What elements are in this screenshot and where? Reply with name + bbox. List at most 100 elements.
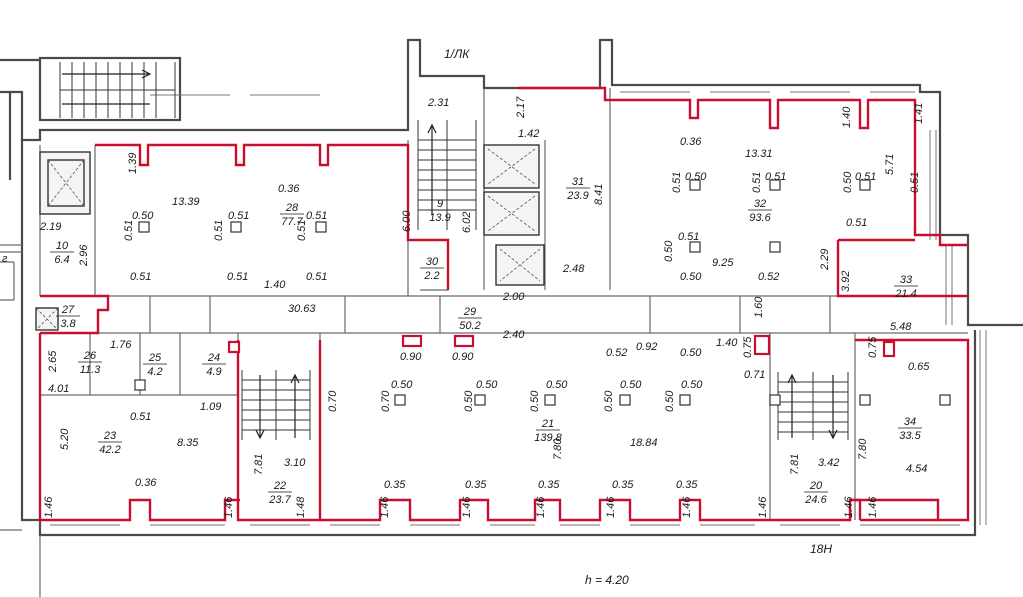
dim: 0.50: [476, 379, 498, 391]
dim: 3.10: [284, 457, 306, 469]
dim: 0.36: [680, 136, 702, 148]
room-area: 2.2: [423, 270, 439, 282]
room-number: 9: [437, 198, 443, 210]
room-area: 77.7: [281, 216, 303, 228]
room-number: 29: [463, 306, 476, 318]
room-area: 23.9: [566, 190, 588, 202]
room-label: 32 93.6: [748, 198, 772, 224]
room-area: 139.8: [534, 432, 562, 444]
dim: 1.40: [716, 337, 738, 349]
room-label: 913.9: [428, 198, 452, 224]
dim: 0.50: [664, 390, 676, 412]
room-number: 31: [572, 176, 584, 188]
dim: 1.46: [535, 496, 547, 518]
left-mark: г: [2, 253, 8, 265]
dim: 2.17: [515, 96, 527, 119]
dim: 4.01: [48, 383, 69, 395]
dim: 0.50: [132, 210, 154, 222]
dim: 6.00: [401, 210, 413, 232]
dim: 0.90: [400, 351, 422, 363]
room-area: 23.7: [268, 494, 291, 506]
dim: 2.65: [47, 350, 59, 373]
room-number: 20: [809, 480, 823, 492]
dim: 8.35: [177, 437, 199, 449]
dim: 0.50: [546, 379, 568, 391]
dim: 0.35: [538, 479, 560, 491]
dim: 4.54: [906, 463, 927, 475]
dim: 0.50: [685, 171, 707, 183]
room-label: 302.2: [420, 256, 444, 282]
dim: 1.46: [843, 496, 855, 518]
room-number: 30: [426, 256, 439, 268]
room-label: 31 23.9: [566, 176, 590, 202]
dim: 2.48: [562, 263, 585, 275]
room-number: 33: [900, 274, 913, 286]
room-area: 11.3: [80, 364, 101, 376]
room-label: 21 139.8: [534, 418, 562, 444]
dim: 9.25: [712, 257, 734, 269]
dim: 1.48: [295, 496, 307, 518]
dim: 1.46: [43, 496, 55, 518]
dim: 13.31: [745, 148, 773, 160]
dim: 1.41: [913, 103, 925, 124]
dim: 2.29: [819, 249, 831, 271]
dim: 0.50: [620, 379, 642, 391]
dim: 0.71: [744, 369, 765, 381]
room-number: 22: [273, 480, 286, 492]
room-area: 21.4: [894, 288, 916, 300]
dim: 0.36: [135, 477, 157, 489]
dim: 0.90: [452, 351, 474, 363]
dim: 1.46: [605, 496, 617, 518]
dim: 0.75: [742, 336, 754, 358]
dim: 0.70: [380, 390, 392, 412]
room-number: 34: [904, 416, 916, 428]
dim: 0.52: [758, 271, 779, 283]
room-area: 24.6: [804, 494, 827, 506]
room-label: 273.8: [56, 304, 80, 330]
room-label: 28 77.7: [280, 202, 304, 228]
dim: 7.81: [789, 454, 801, 475]
dimension-labels: 2.31 2.17 1.42 0.36 13.31 1.40 1.41 1.39…: [39, 96, 930, 518]
dim: 0.70: [327, 390, 339, 412]
room-label: 244.9: [202, 352, 226, 378]
dim: 7.80: [857, 438, 869, 460]
dim: 1.46: [223, 496, 235, 518]
dim: 0.51: [909, 172, 921, 193]
dim: 0.51: [227, 271, 248, 283]
dim: 0.51: [751, 172, 763, 193]
dim: 1.46: [867, 496, 879, 518]
room-number: 28: [285, 202, 299, 214]
dim: 1.39: [127, 153, 139, 174]
dim: 1.46: [757, 496, 769, 518]
dim: 0.51: [765, 171, 786, 183]
room-area: 42.2: [99, 444, 120, 456]
axis-label: 18Н: [810, 542, 832, 556]
room-label: 22 23.7: [268, 480, 292, 506]
room-area: 33.5: [899, 430, 921, 442]
dim: 0.51: [855, 171, 876, 183]
room-number: 27: [61, 304, 75, 316]
dim: 13.39: [172, 196, 200, 208]
dim: 0.52: [606, 347, 627, 359]
dim: 1.60: [753, 296, 765, 318]
dim: 1.46: [379, 496, 391, 518]
stairs-bottom-left: [241, 370, 311, 440]
labels: 1/ЛК 18Н h = 4.20 г: [2, 47, 832, 587]
dim: 2.96: [78, 244, 90, 267]
room-area: 93.6: [749, 212, 771, 224]
dim: 0.51: [130, 411, 151, 423]
dim: 0.35: [612, 479, 634, 491]
dim: 0.50: [681, 379, 703, 391]
dim: 1.46: [461, 496, 473, 518]
dim: 5.20: [59, 428, 71, 450]
dim: 0.35: [676, 479, 698, 491]
room-number: 32: [754, 198, 766, 210]
room-number: 21: [541, 418, 554, 430]
dim: 0.50: [603, 390, 615, 412]
dim: 6.02: [461, 212, 473, 233]
dim: 1.46: [681, 496, 693, 518]
building-walls: [0, 38, 1023, 597]
